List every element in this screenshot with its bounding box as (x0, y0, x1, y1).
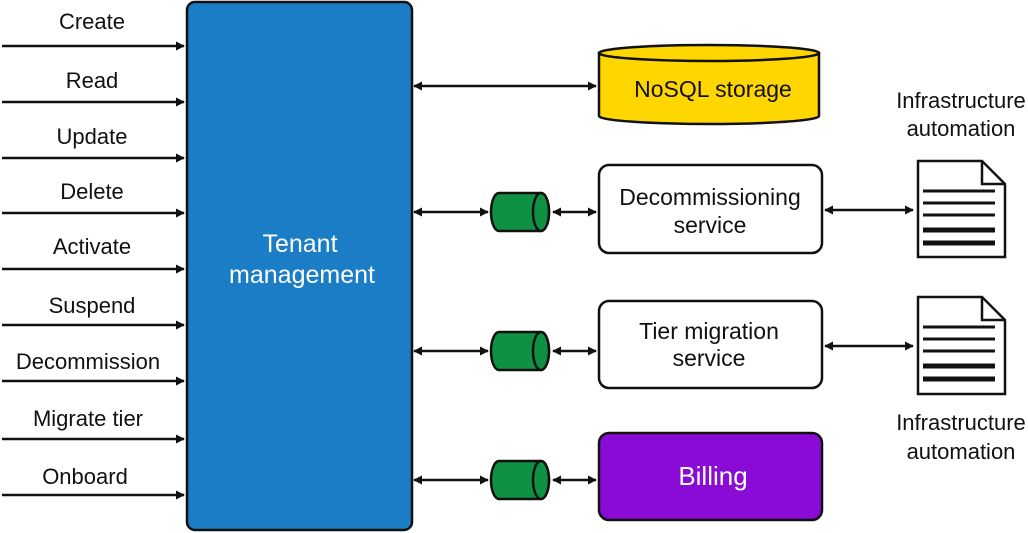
operation-onboard: Onboard (2, 464, 185, 500)
infrastructure-automation-label-top-line1: Infrastructure (896, 88, 1026, 113)
decommissioning-service-box: Decommissioning service (597, 163, 824, 255)
operation-label: Activate (53, 234, 131, 259)
tier-migration-service-line2: service (673, 345, 746, 371)
tenant-management-rect (185, 0, 414, 532)
billing-box: Billing (597, 431, 824, 522)
operation-suspend: Suspend (2, 293, 185, 330)
operation-activate: Activate (2, 234, 185, 274)
nosql-cylinder-body (597, 51, 821, 126)
operation-label: Update (57, 124, 128, 149)
infrastructure-automation-label-bottom-line1: Infrastructure (896, 410, 1026, 435)
message-queue-icon (489, 191, 551, 233)
decommissioning-service-line1: Decommissioning (619, 184, 801, 210)
operation-decommission: Decommission (2, 349, 185, 386)
tier-migration-service-box: Tier migration service (597, 299, 824, 390)
operation-label: Read (66, 68, 119, 93)
decommissioning-service-line2: service (674, 212, 747, 238)
tenant-management-label-line2: management (229, 261, 375, 289)
operation-label: Create (59, 9, 125, 34)
operation-label: Decommission (16, 349, 160, 374)
operation-migrate-tier: Migrate tier (2, 406, 185, 444)
message-queue-icon (489, 330, 551, 372)
operation-label: Suspend (49, 293, 136, 318)
operation-create: Create (2, 9, 185, 51)
tenant-management-box: Tenant management (185, 0, 414, 532)
operation-label: Migrate tier (33, 406, 143, 431)
nosql-storage-cylinder: NoSQL storage (597, 43, 821, 126)
infrastructure-automation-label-bottom-line2: automation (907, 439, 1016, 464)
operation-label: Onboard (42, 464, 128, 489)
infrastructure-automation-label-top-line2: automation (907, 116, 1016, 141)
nosql-cylinder-top (597, 43, 821, 63)
operation-update: Update (2, 124, 185, 163)
operation-read: Read (2, 68, 185, 107)
document-icon (916, 295, 1007, 396)
nosql-storage-label: NoSQL storage (634, 76, 792, 102)
message-queue-icon (489, 459, 551, 501)
operation-label: Delete (60, 179, 124, 204)
billing-label: Billing (678, 461, 747, 491)
tenant-management-label-line1: Tenant (262, 230, 337, 258)
document-icon (916, 159, 1007, 259)
operation-delete: Delete (2, 179, 185, 218)
tier-migration-service-line1: Tier migration (639, 318, 779, 344)
